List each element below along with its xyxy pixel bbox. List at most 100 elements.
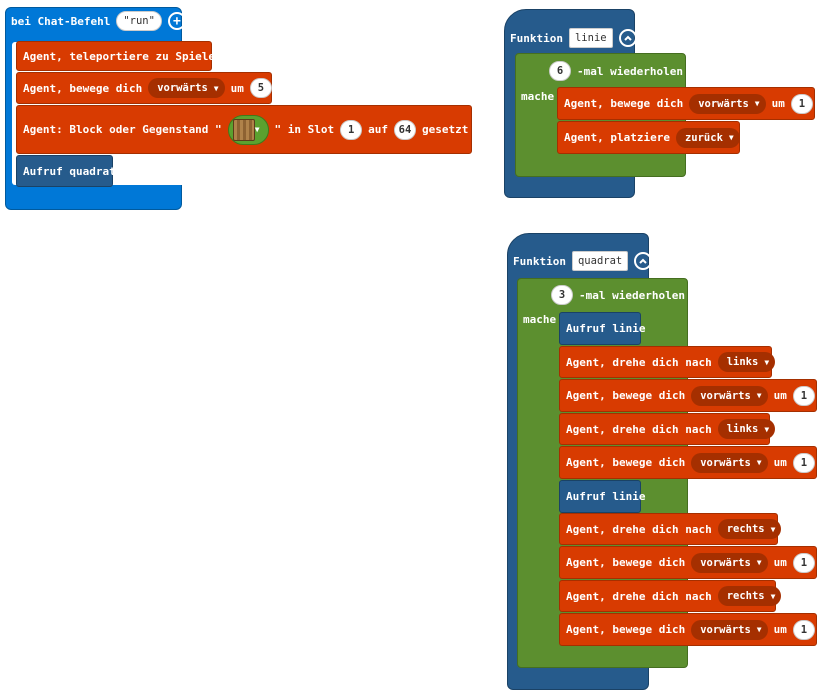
function-quadrat-name-input[interactable]: quadrat xyxy=(571,251,629,271)
loop-mache-label: mache xyxy=(521,90,555,103)
agent-move-block[interactable]: Agent, bewege dich vorwärts ▼ um 5 xyxy=(16,72,272,104)
agent-move-label: Agent, bewege dich xyxy=(564,97,684,110)
agent-move-label: Agent, bewege dich xyxy=(566,389,686,402)
move-direction-value: vorwärts xyxy=(698,97,749,110)
function-linie-label: Funktion xyxy=(510,31,563,45)
turn-direction-value: rechts xyxy=(726,523,765,535)
caret-down-icon: ▼ xyxy=(756,391,762,400)
repeat-label: -mal wiederholen xyxy=(579,288,685,302)
agent-move-label: Agent, bewege dich xyxy=(23,81,143,95)
turn-direction-dropdown[interactable]: links ▼ xyxy=(717,419,776,439)
agent-place-label: Agent, platziere xyxy=(564,131,670,144)
agent-turn-block[interactable]: Agent, drehe dich nach rechts ▼ xyxy=(559,580,782,612)
count-input[interactable]: 64 xyxy=(394,119,416,140)
move-um-label: um xyxy=(230,81,244,95)
function-linie-header: Funktion linie xyxy=(504,26,643,50)
chevron-up-circle-icon[interactable] xyxy=(634,252,653,270)
move-distance-input[interactable]: 5 xyxy=(249,78,272,98)
item-picker[interactable]: ▼ xyxy=(227,114,269,145)
move-distance-input[interactable]: 1 xyxy=(792,385,815,406)
function-quadrat-label: Funktion xyxy=(513,254,566,268)
agent-turn-label: Agent, drehe dich nach xyxy=(566,422,712,436)
move-direction-dropdown[interactable]: vorwärts▼ xyxy=(691,619,768,640)
set-item-set-label: gesetzt xyxy=(422,123,469,136)
agent-teleport-block[interactable]: Agent, teleportiere zu Spieler xyxy=(16,41,222,71)
place-direction-dropdown[interactable]: zurück ▼ xyxy=(675,127,740,148)
wood-planks-block-icon xyxy=(232,118,255,141)
move-direction-dropdown[interactable]: vorwärts ▼ xyxy=(691,452,768,473)
agent-turn-block[interactable]: Agent, drehe dich nach rechts ▼ xyxy=(559,513,782,545)
move-distance-input[interactable]: 1 xyxy=(792,619,815,640)
agent-teleport-label: Agent, teleportiere zu Spieler xyxy=(23,49,222,63)
chat-command-header: bei Chat-Befehl "run" + xyxy=(5,7,192,35)
chat-command-label: bei Chat-Befehl xyxy=(11,14,111,28)
move-direction-value: vorwärts xyxy=(157,82,208,94)
loop-mache-label: mache xyxy=(523,313,557,326)
caret-down-icon: ▼ xyxy=(728,133,734,142)
agent-turn-label: Agent, drehe dich nach xyxy=(566,589,712,603)
move-um-label: um xyxy=(771,97,785,110)
slot-input[interactable]: 1 xyxy=(340,119,363,140)
turn-direction-dropdown[interactable]: rechts ▼ xyxy=(717,519,782,539)
repeat-loop-header: 6 -mal wiederholen xyxy=(543,58,689,84)
call-quadrat-block[interactable]: Aufruf quadrat xyxy=(16,155,116,187)
agent-set-item-block[interactable]: Agent: Block oder Gegenstand " ▼ " in Sl… xyxy=(16,105,472,154)
turn-direction-dropdown[interactable]: links ▼ xyxy=(717,352,776,372)
caret-down-icon: ▼ xyxy=(770,591,776,601)
move-direction-dropdown[interactable]: vorwärts ▼ xyxy=(148,78,225,98)
turn-direction-value: rechts xyxy=(726,590,765,602)
agent-place-block[interactable]: Agent, platziere zurück ▼ xyxy=(557,121,740,154)
move-distance-input[interactable]: 1 xyxy=(790,93,813,114)
plus-circle-icon[interactable]: + xyxy=(167,12,186,30)
agent-turn-block[interactable]: Agent, drehe dich nach links ▼ xyxy=(559,413,776,445)
set-item-auf-label: auf xyxy=(368,123,388,136)
repeat-count-input[interactable]: 6 xyxy=(549,61,571,81)
function-quadrat-header: Funktion quadrat xyxy=(507,249,658,273)
move-direction-dropdown[interactable]: vorwärts ▼ xyxy=(691,385,768,406)
move-um-label: um xyxy=(773,556,787,569)
caret-down-icon: ▼ xyxy=(756,458,762,467)
caret-down-icon: ▼ xyxy=(764,357,770,367)
chevron-up-circle-icon[interactable] xyxy=(618,29,637,47)
move-um-label: um xyxy=(773,389,787,402)
agent-move-block[interactable]: Agent, bewege dich vorwärts ▼ um 1 xyxy=(559,446,817,479)
move-um-label: um xyxy=(773,623,787,636)
move-distance-input[interactable]: 1 xyxy=(792,552,815,573)
repeat-count-input[interactable]: 3 xyxy=(551,285,573,305)
move-direction-dropdown[interactable]: vorwärts▼ xyxy=(691,552,768,573)
agent-turn-block[interactable]: Agent, drehe dich nach links ▼ xyxy=(559,346,776,378)
turn-direction-dropdown[interactable]: rechts ▼ xyxy=(717,586,782,606)
caret-down-icon: ▼ xyxy=(213,83,219,93)
agent-move-label: Agent, bewege dich xyxy=(566,623,686,636)
move-direction-value: vorwärts xyxy=(700,623,751,636)
set-item-label: Agent: Block oder Gegenstand " xyxy=(23,123,222,136)
move-direction-value: vorwärts xyxy=(700,456,751,469)
move-um-label: um xyxy=(773,456,787,469)
move-direction-dropdown[interactable]: vorwärts ▼ xyxy=(689,93,766,114)
turn-direction-value: links xyxy=(726,423,759,435)
caret-down-icon: ▼ xyxy=(764,424,770,434)
agent-move-block[interactable]: Agent, bewege dich vorwärts▼ um 1 xyxy=(559,546,817,579)
agent-turn-label: Agent, drehe dich nach xyxy=(566,522,712,536)
caret-down-icon: ▼ xyxy=(756,558,762,567)
turn-direction-value: links xyxy=(726,356,759,368)
call-linie-label: Aufruf linie xyxy=(566,322,646,335)
agent-move-block[interactable]: Agent, bewege dich vorwärts ▼ um 1 xyxy=(557,87,815,120)
caret-down-icon: ▼ xyxy=(254,125,260,134)
agent-turn-label: Agent, drehe dich nach xyxy=(566,355,712,369)
caret-down-icon: ▼ xyxy=(754,99,760,108)
agent-move-block[interactable]: Agent, bewege dich vorwärts ▼ um 1 xyxy=(559,379,817,412)
repeat-loop-header: 3 -mal wiederholen xyxy=(545,282,691,308)
move-direction-value: vorwärts xyxy=(700,389,751,402)
agent-move-block[interactable]: Agent, bewege dich vorwärts▼ um 1 xyxy=(559,613,817,646)
function-linie-name-input[interactable]: linie xyxy=(568,28,613,48)
move-distance-input[interactable]: 1 xyxy=(792,452,815,473)
agent-move-label: Agent, bewege dich xyxy=(566,456,686,469)
call-linie-block[interactable]: Aufruf linie xyxy=(559,480,645,513)
chat-command-input[interactable]: "run" xyxy=(116,11,162,31)
caret-down-icon: ▼ xyxy=(770,524,776,534)
set-item-slot-label: " in Slot xyxy=(274,123,335,136)
call-linie-block[interactable]: Aufruf linie xyxy=(559,312,645,345)
place-direction-value: zurück xyxy=(684,131,723,144)
call-linie-label: Aufruf linie xyxy=(566,490,646,503)
